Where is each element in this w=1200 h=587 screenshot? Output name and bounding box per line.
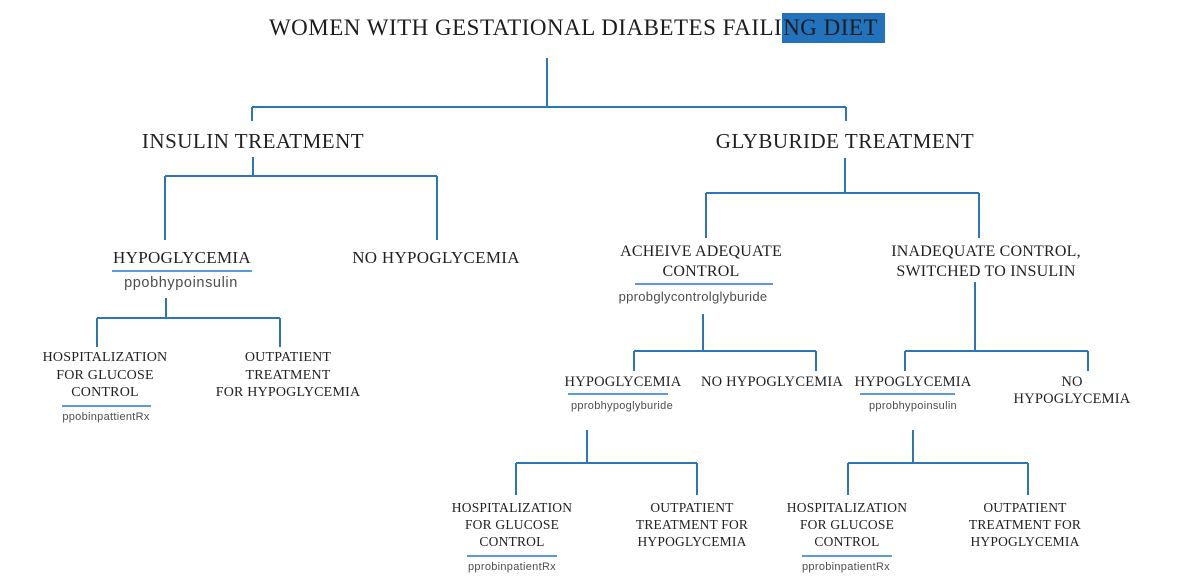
prob-label-hypoglycemia-switched: pprobhypoinsulin	[869, 400, 957, 412]
connector-root	[251, 58, 847, 121]
connector-insulin-branch	[164, 157, 438, 240]
node-hypoglycemia-insulin: HYPOGLYCEMIA	[113, 248, 251, 267]
node-hypoglycemia-glyburide: HYPOGLYCEMIA	[564, 374, 682, 390]
node-insulin-treatment: INSULIN TREATMENT	[141, 129, 365, 153]
connector-acheive-branch	[633, 314, 817, 371]
connector-inadequate-branch	[904, 282, 1089, 371]
prob-label-hospitalization-insulin: ppobinpattientRx	[62, 411, 150, 423]
node-glyburide-treatment: GLYBURIDE TREATMENT	[715, 129, 975, 153]
node-inadequate-control: INADEQUATE CONTROL,SWITCHED TO INSULIN	[891, 243, 1081, 280]
title-text: WOMEN WITH GESTATIONAL DIABETES FAILI	[268, 15, 783, 40]
node-hypoglycemia-switched: HYPOGLYCEMIA	[854, 374, 972, 390]
page-title[interactable]: WOMEN WITH GESTATIONAL DIABETES FAILING …	[268, 13, 886, 43]
connector-glyburide-branch	[705, 158, 980, 238]
connector-hypoglycemia-insulin-branch	[96, 298, 281, 347]
prob-label-acheive-adequate-control: pprobglycontrolglyburide	[618, 289, 768, 304]
node-no-hypoglycemia-glyburide: NO HYPOGLYCEMIA	[700, 374, 844, 390]
prob-label-hospitalization-switched: pprobinpatientRx	[802, 561, 890, 573]
connector-hypoglycemia-switched-branch	[847, 430, 1029, 495]
prob-label-hypoglycemia-glyburide: pprobhypoglyburide	[570, 400, 674, 412]
prob-label-hospitalization-glyburide: pprobinpatientRx	[468, 561, 556, 573]
title-selection-highlight: NG DIET	[782, 13, 886, 43]
node-no-hypoglycemia-insulin: NO HYPOGLYCEMIA	[352, 248, 520, 267]
prob-label-hypoglycemia-insulin: ppobhypoinsulin	[124, 275, 238, 291]
connector-hypoglycemia-glyburide-branch	[515, 430, 698, 495]
